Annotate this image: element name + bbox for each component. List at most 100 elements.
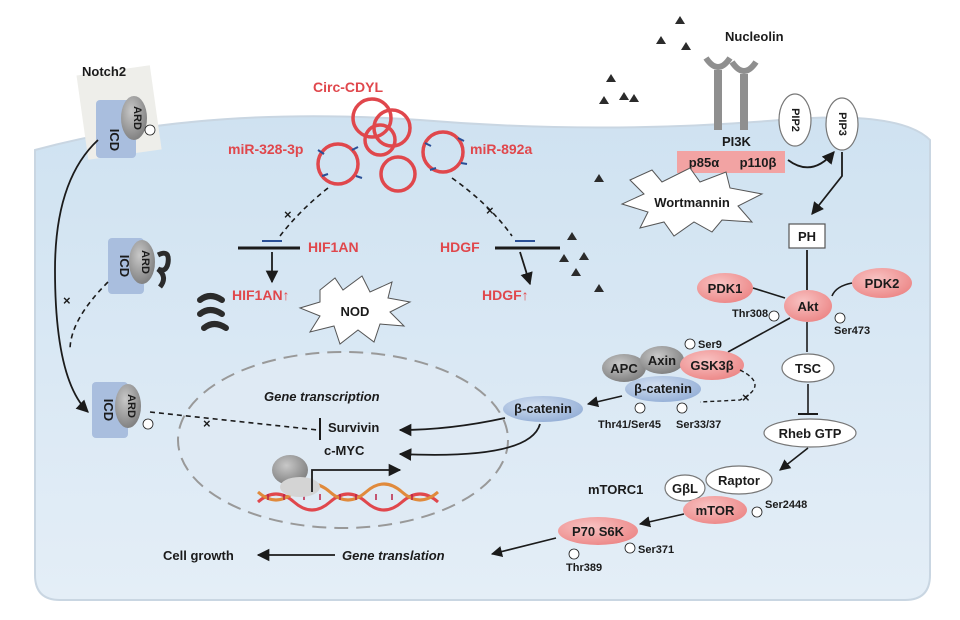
gbl-label: GβL bbox=[672, 481, 698, 496]
cmyc-label: c-MYC bbox=[324, 443, 365, 458]
gene-transcription-label: Gene transcription bbox=[264, 389, 380, 404]
pip3-to-ph-arrow bbox=[811, 152, 843, 215]
ser473-label: Ser473 bbox=[834, 325, 870, 337]
bcat-to-survivin-arrow bbox=[398, 417, 506, 437]
survivin-label: Survivin bbox=[328, 420, 379, 435]
raptor-label: Raptor bbox=[718, 473, 760, 488]
gbl-oval bbox=[664, 474, 706, 502]
phospho-icon bbox=[751, 506, 763, 518]
ard-label-bottom: ARD bbox=[125, 394, 137, 418]
p85-box bbox=[677, 151, 731, 173]
thr389-label: Thr389 bbox=[566, 562, 602, 574]
phospho-icon bbox=[624, 542, 636, 554]
circ-cdyl-label: Circ-CDYL bbox=[313, 79, 383, 95]
nucleolin-label: Nucleolin bbox=[725, 29, 784, 44]
ard-label-mid: ARD bbox=[139, 250, 151, 274]
p110-box bbox=[731, 151, 785, 173]
pdk1-label: PDK1 bbox=[708, 281, 743, 296]
gsk3b-oval bbox=[680, 350, 744, 380]
ubiquitin-icon bbox=[156, 250, 171, 289]
p110-label: p110β bbox=[740, 155, 777, 170]
circ-rings bbox=[316, 97, 465, 193]
akt-oval bbox=[784, 290, 832, 322]
notch2-label: Notch2 bbox=[82, 64, 126, 79]
ph-box bbox=[788, 223, 826, 249]
mtor-oval bbox=[683, 496, 747, 524]
notch-to-survivin-dashed bbox=[149, 411, 319, 431]
mir328-label: miR-328-3p bbox=[228, 141, 303, 157]
gene-translation-label: Gene translation bbox=[342, 548, 445, 563]
bcat-complex-label: β-catenin bbox=[634, 381, 692, 396]
ard-oval-mid bbox=[129, 240, 155, 284]
ser371-label: Ser371 bbox=[638, 544, 674, 556]
bcat-free-oval bbox=[503, 396, 583, 422]
apc-label: APC bbox=[610, 361, 638, 376]
notch2-bottom: ICD ARD bbox=[92, 382, 154, 438]
phospho-icon bbox=[676, 402, 688, 414]
phospho-icon bbox=[568, 548, 580, 560]
notch-arrow-dashed bbox=[69, 281, 109, 351]
nod-label: NOD bbox=[341, 304, 370, 319]
phospho-icon bbox=[634, 402, 646, 414]
transcription-start-arrow bbox=[311, 463, 402, 492]
rheb-oval bbox=[763, 418, 857, 448]
icd-label-bottom: ICD bbox=[101, 399, 116, 421]
hdgf-up-label: HDGF↑ bbox=[482, 287, 529, 303]
hif1an-up-label: HIF1AN↑ bbox=[232, 287, 290, 303]
pip3-label: PIP3 bbox=[836, 112, 848, 136]
pip2-label: PIP2 bbox=[789, 108, 801, 132]
ph-label: PH bbox=[798, 229, 816, 244]
nucleus bbox=[177, 351, 509, 529]
block-x: × bbox=[742, 390, 750, 405]
ser9-label: Ser9 bbox=[698, 339, 722, 351]
p85-label: p85α bbox=[689, 155, 719, 170]
pdk1-to-akt bbox=[752, 287, 786, 299]
mtor-to-p70-arrow bbox=[638, 513, 685, 528]
thr41-label: Thr41/Ser45 bbox=[598, 419, 661, 431]
phospho-icon bbox=[834, 312, 846, 324]
block-x: × bbox=[203, 416, 211, 431]
phospho-icon bbox=[144, 124, 156, 136]
akt-label: Akt bbox=[798, 299, 820, 314]
phospho-icon bbox=[142, 418, 154, 430]
pdk2-label: PDK2 bbox=[865, 276, 900, 291]
nucleolin-receptor bbox=[703, 56, 759, 130]
pdk2-oval bbox=[852, 268, 912, 298]
hdgf-label: HDGF bbox=[440, 239, 480, 255]
p70-to-translation-arrow bbox=[490, 537, 557, 557]
block-x: × bbox=[486, 203, 494, 218]
axin-label: Axin bbox=[648, 353, 676, 368]
notch-arrow-solid bbox=[54, 139, 99, 413]
pi3k-label: PI3K bbox=[722, 134, 752, 149]
axin-oval bbox=[640, 346, 684, 374]
mir892-label: miR-892a bbox=[470, 141, 532, 157]
icd-label-top: ICD bbox=[107, 129, 122, 151]
block-x: × bbox=[284, 207, 292, 222]
wortmannin-starburst bbox=[620, 167, 764, 237]
cell-growth-label: Cell growth bbox=[163, 548, 234, 563]
hif1an-label: HIF1AN bbox=[308, 239, 359, 255]
nod-starburst bbox=[298, 275, 412, 345]
wortmannin-label: Wortmannin bbox=[654, 195, 730, 210]
icd-label-mid: ICD bbox=[117, 255, 132, 277]
hdgf-arrow bbox=[519, 251, 533, 286]
thr308-label: Thr308 bbox=[732, 308, 768, 320]
phospho-icon bbox=[768, 310, 780, 322]
raptor-oval bbox=[705, 465, 773, 495]
pip2-to-pip3-arrow bbox=[787, 151, 835, 169]
mirna-ticks bbox=[317, 137, 468, 179]
pip3-oval bbox=[825, 97, 859, 151]
bcat-complex-oval bbox=[625, 376, 701, 402]
protein-icon bbox=[197, 293, 229, 331]
gsk3b-dashed bbox=[699, 369, 756, 403]
rheb-to-mtorc1-arrow bbox=[779, 447, 809, 471]
pdk1-oval bbox=[697, 273, 753, 303]
p70-label: P70 S6K bbox=[572, 524, 625, 539]
pip2-oval bbox=[778, 93, 812, 147]
mtor-label: mTOR bbox=[696, 503, 735, 518]
rna-polymerase-icon bbox=[272, 455, 320, 497]
phospho-icon bbox=[684, 338, 696, 350]
block-x: × bbox=[63, 293, 71, 308]
